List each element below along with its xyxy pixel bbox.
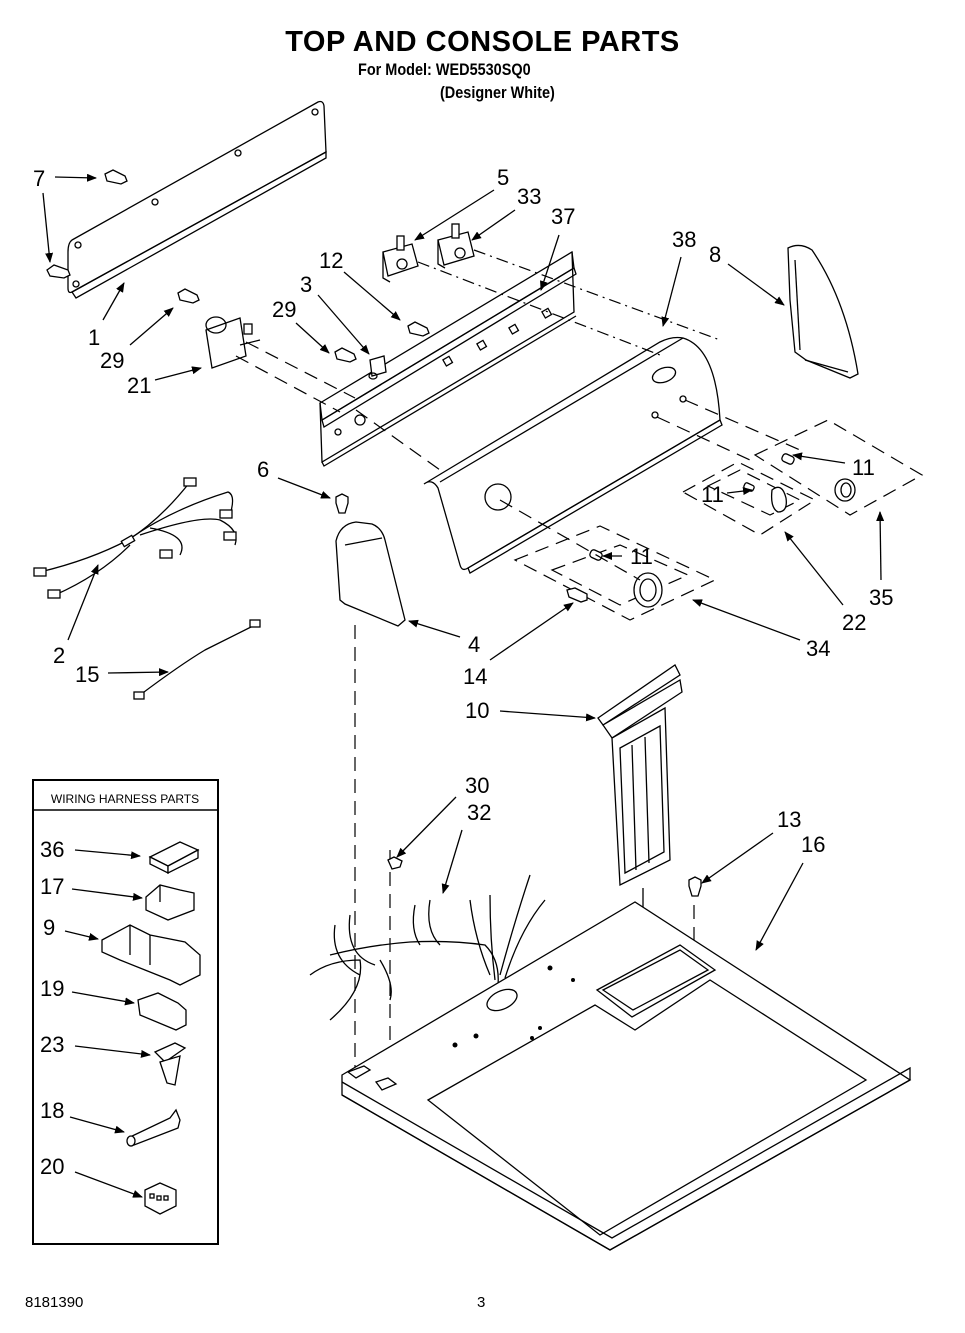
callout-13: 13 (777, 807, 801, 832)
part-10-lint-filter (597, 664, 683, 887)
part-16-top (341, 901, 912, 1251)
part-29-screw (177, 288, 357, 363)
part-33-switch (437, 223, 475, 269)
callout-19: 19 (40, 976, 64, 1001)
document-number: 8181390 (25, 1294, 84, 1311)
page-number: 3 (477, 1294, 486, 1311)
callout-38: 38 (672, 227, 696, 252)
part-30-clip (387, 856, 403, 870)
part-34-knob-group (513, 525, 717, 621)
page-title: TOP AND CONSOLE PARTS (285, 26, 680, 58)
part-4-end-cap (335, 521, 406, 627)
callout-18: 18 (40, 1098, 64, 1123)
callout-3: 3 (300, 272, 312, 297)
part-5-switch (382, 235, 419, 283)
callout-12: 12 (319, 248, 343, 273)
callout-30: 30 (465, 773, 489, 798)
callout-10: 10 (465, 698, 489, 723)
callout-numbers: 7 1 29 21 12 3 29 5 33 37 38 8 6 11 11 1… (33, 165, 893, 1179)
callout-35: 35 (869, 585, 893, 610)
part-18-terminal (126, 1108, 181, 1147)
callout-1: 1 (88, 325, 100, 350)
part-35-knob-group (753, 419, 924, 516)
callout-37: 37 (551, 204, 575, 229)
callout-36: 36 (40, 837, 64, 862)
callout-33: 33 (517, 184, 541, 209)
part-6-screw (335, 493, 349, 514)
part-17-connector (145, 884, 195, 921)
callout-20: 20 (40, 1154, 64, 1179)
part-2-harness (33, 477, 237, 599)
part-23-clip (153, 1042, 187, 1086)
callout-7: 7 (33, 166, 45, 191)
part-21-timer (205, 316, 261, 369)
callout-23: 23 (40, 1032, 64, 1057)
part-3-clip (368, 355, 387, 380)
assembly-lines (235, 249, 801, 1090)
callout-15: 15 (75, 662, 99, 687)
callout-11: 11 (852, 455, 875, 480)
part-38-console (423, 336, 723, 574)
part-1-rear-bracket (67, 100, 327, 299)
callout-6: 6 (257, 457, 269, 482)
model-variant: (Designer White) (440, 83, 555, 102)
model-line: For Model: WED5530SQ0 (358, 60, 531, 79)
callout-21: 21 (127, 373, 151, 398)
wiring-box-title: WIRING HARNESS PARTS (51, 792, 199, 806)
part-9-connector (101, 924, 201, 986)
leader-lines (42, 173, 885, 1198)
part-32-harness (309, 874, 546, 1021)
part-14-screw (566, 587, 588, 603)
part-13-screw (688, 876, 702, 897)
callout-4: 4 (468, 632, 480, 657)
part-7-screw (46, 169, 128, 279)
part-12-screw (407, 321, 430, 337)
part-8-end-cap (787, 244, 859, 379)
callout-16: 16 (801, 832, 825, 857)
part-20-connector (144, 1182, 177, 1215)
part-15-wire (133, 619, 261, 700)
callout-5: 5 (497, 165, 509, 190)
callout-2: 2 (53, 643, 65, 668)
callout-8: 8 (709, 242, 721, 267)
part-37-console-bracket (319, 250, 577, 467)
callout-14: 14 (463, 664, 487, 689)
wiring-harness-parts-box: WIRING HARNESS PARTS (32, 779, 219, 1245)
callout-32: 32 (467, 800, 491, 825)
callout-29b: 29 (272, 297, 296, 322)
callout-9: 9 (43, 915, 55, 940)
callout-22: 22 (842, 610, 866, 635)
part-19-connector (137, 992, 187, 1031)
callout-11b: 11 (701, 482, 724, 507)
callout-29: 29 (100, 348, 124, 373)
part-36-connector (148, 841, 200, 875)
callout-11c: 11 (630, 544, 653, 569)
callout-17: 17 (40, 874, 64, 899)
callout-34: 34 (806, 636, 830, 661)
